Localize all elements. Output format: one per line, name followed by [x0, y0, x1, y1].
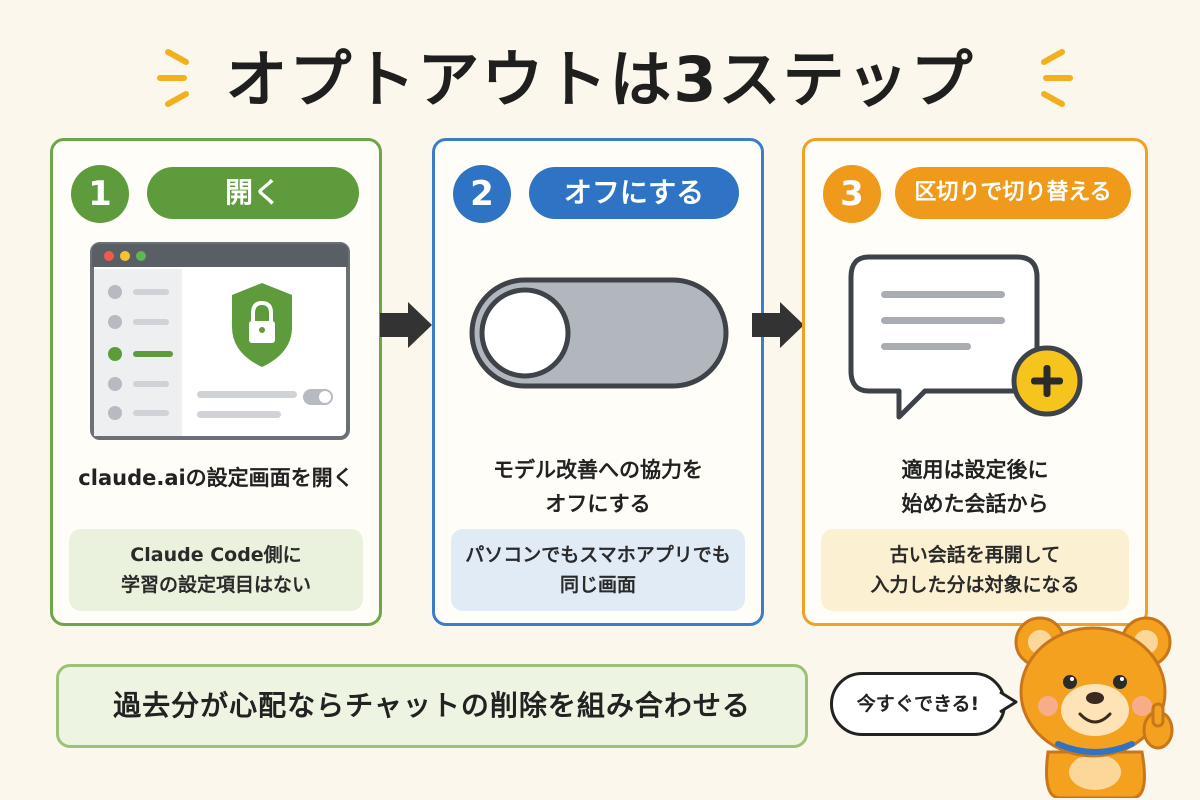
step-note-3: 古い会話を再開して 入力した分は対象になる [821, 529, 1129, 611]
toggle-switch-off-icon [469, 277, 729, 389]
speech-bubble-tail [999, 690, 1018, 714]
sparkle-right-icon [1041, 49, 1073, 107]
step-note-2: パソコンでもスマホアプリでも 同じ画面 [451, 529, 745, 611]
bottom-tip: 過去分が心配ならチャットの削除を組み合わせる [56, 664, 808, 748]
step-label-1: 開く [147, 167, 359, 219]
step-description-3-line-2: 始めた会話から [901, 492, 1049, 516]
step-card-1: 1 開く claude.aiの設定画面を開く Claude Code側に 学習の… [50, 138, 382, 626]
step-card-2: 2 オフにする モデル改善への協力を オフにする パソコンでもスマホアプリでも … [432, 138, 764, 626]
step-note-2-line-1: パソコンでもスマホアプリでも [465, 544, 731, 566]
bear-mascot [1014, 616, 1174, 798]
page-title: オプトアウトは3ステップ [225, 43, 975, 116]
step-number-1: 1 [71, 165, 129, 223]
step-description-2-line-2: オフにする [545, 492, 651, 516]
step-note-3-line-2: 入力した分は対象になる [870, 574, 1080, 596]
step-label-3: 区切りで切り替える [895, 167, 1131, 219]
step-note-3-line-1: 古い会話を再開して [889, 544, 1061, 566]
step-number-3: 3 [823, 165, 881, 223]
chat-bubble-plus-icon [848, 254, 1083, 420]
step-note-1-line-2: 学習の設定項目はない [120, 574, 311, 596]
step-number-2: 2 [453, 165, 511, 223]
step-note-2-line-2: 同じ画面 [559, 574, 636, 596]
step-description-2: モデル改善への協力を オフにする [435, 453, 761, 521]
step-description-2-line-1: モデル改善への協力を [493, 458, 703, 482]
arrow-right-icon [380, 302, 432, 348]
settings-window-shield-icon [90, 242, 350, 440]
header: オプトアウトは3ステップ [0, 30, 1200, 120]
step-description-3-line-1: 適用は設定後に [901, 458, 1049, 482]
step-description-1: claude.aiの設定画面を開く [53, 461, 379, 495]
step-description-1-line-1: claude.aiの設定画面を開く [78, 466, 354, 490]
step-note-1-line-1: Claude Code側に [130, 544, 302, 566]
step-label-2: オフにする [529, 167, 739, 219]
step-description-3: 適用は設定後に 始めた会話から [805, 453, 1145, 521]
arrow-right-icon [752, 302, 804, 348]
speech-bubble: 今すぐできる! [830, 672, 1006, 736]
step-card-3: 3 区切りで切り替える 適用は設定後に 始めた会話から 古い会話を再開して 入力… [802, 138, 1148, 626]
step-note-1: Claude Code側に 学習の設定項目はない [69, 529, 363, 611]
sparkle-left-icon [157, 49, 189, 107]
